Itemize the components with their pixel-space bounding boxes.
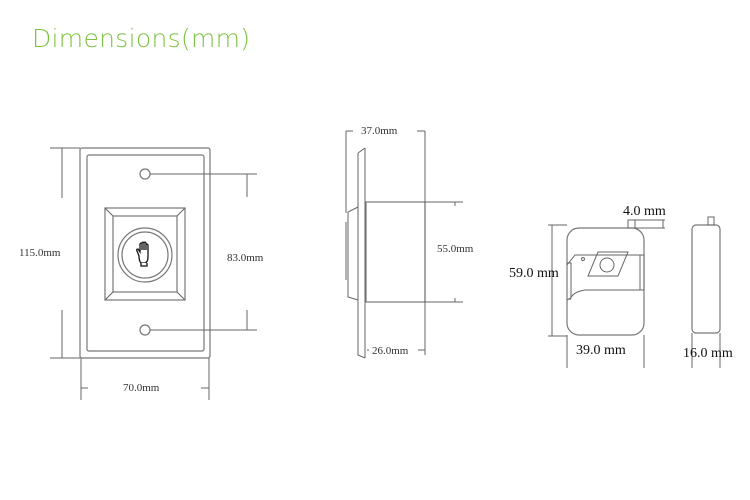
side-view: 37.0mm 55.0mm 26.0mm (345, 125, 474, 359)
page-title: Dimensions(mm) (32, 24, 251, 53)
body-height-dimension-line (425, 201, 463, 303)
remote-view: 4.0 mm 59.0 mm 39.0 mm 16.0 mm (509, 204, 733, 368)
front-view: 115.0mm 83.0mm 70.0mm (19, 147, 264, 400)
total-depth-dimension-line (345, 130, 426, 355)
remote-body (566, 227, 645, 336)
height-dimension-line (50, 147, 80, 359)
hand-icon (136, 241, 149, 267)
hole-spacing-dimension-line (150, 173, 257, 331)
hole-spacing-label: 83.0mm (227, 252, 264, 264)
remote-width-dimension-line (566, 335, 645, 368)
body-height-label: 55.0mm (437, 243, 474, 255)
housing-bevel (104, 207, 186, 301)
height-label: 115.0mm (19, 247, 61, 259)
remote-height-dimension-line (548, 224, 567, 337)
width-dimension-line (80, 358, 210, 400)
remote-led (581, 257, 585, 261)
remote-side-antenna (707, 216, 715, 226)
remote-height-label: 59.0 mm (509, 266, 559, 281)
side-body (365, 201, 426, 303)
side-plate (357, 147, 366, 359)
remote-thickness-dimension-line (691, 333, 721, 368)
remote-side-grip (566, 254, 645, 301)
side-button (347, 206, 359, 301)
antenna-dimension-line (635, 219, 665, 229)
width-label: 70.0mm (123, 382, 160, 394)
antenna-label: 4.0 mm (623, 204, 666, 219)
remote-antenna (627, 219, 636, 229)
total-depth-label: 37.0mm (361, 125, 398, 137)
screw-hole-bottom (139, 324, 151, 336)
remote-thickness-label: 16.0 mm (683, 346, 733, 361)
body-depth-label: 26.0mm (372, 345, 409, 357)
remote-button-dot (599, 257, 615, 273)
screw-hole-top (139, 168, 151, 180)
remote-width-label: 39.0 mm (576, 343, 626, 358)
remote-button (587, 251, 629, 277)
remote-side (691, 224, 721, 334)
